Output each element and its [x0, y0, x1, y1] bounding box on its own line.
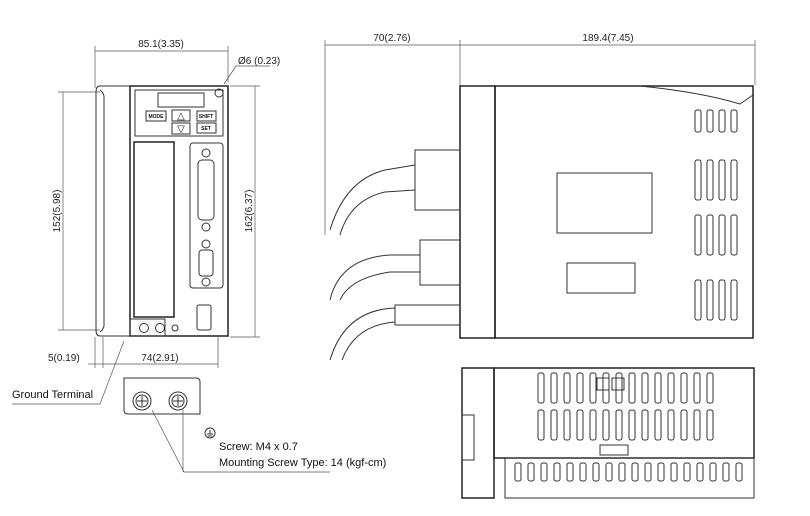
- vent-slot: [670, 462, 678, 482]
- bottom-view: [461, 367, 755, 499]
- vent-slot: [602, 409, 610, 441]
- vent-slot: [709, 462, 717, 482]
- vent-slot: [706, 214, 714, 256]
- vent-slot: [718, 279, 726, 321]
- vent-slot: [563, 372, 571, 404]
- dim-cable-clearance: 70(2.76): [373, 33, 410, 44]
- vent-slot: [628, 409, 636, 441]
- vent-slot: [566, 462, 574, 482]
- down-button[interactable]: [171, 122, 191, 135]
- vent-slot: [576, 409, 584, 441]
- vent-slot: [553, 462, 561, 482]
- vent-slot: [735, 462, 743, 482]
- vent-slot: [602, 372, 610, 404]
- mode-button[interactable]: [145, 110, 167, 122]
- vent-slot: [537, 372, 545, 404]
- front-view: 85.1(3.35) Ø6 (0.23) 152(5.98) 162(6.37)…: [48, 39, 280, 368]
- vent-slot: [592, 462, 600, 482]
- vent-slot: [618, 462, 626, 482]
- vent-slot: [615, 409, 623, 441]
- vent-slot: [693, 409, 701, 441]
- vent-slot: [641, 409, 649, 441]
- shift-label: SHIFT: [199, 114, 213, 120]
- vent-slot: [694, 109, 702, 133]
- dim-base-width: 74(2.91): [141, 353, 178, 364]
- vent-slot: [694, 159, 702, 201]
- vent-slot: [694, 279, 702, 321]
- vent-slot: [605, 462, 613, 482]
- vent-slot: [718, 109, 726, 133]
- shift-button[interactable]: [196, 110, 217, 122]
- up-button[interactable]: [171, 109, 191, 122]
- dim-offset: 5(0.19): [48, 353, 80, 364]
- up-label: △: [177, 111, 185, 122]
- vent-slot: [730, 159, 738, 201]
- vent-slot: [644, 462, 652, 482]
- down-label: ▽: [177, 124, 185, 135]
- vent-slot: [527, 462, 535, 482]
- vent-slot: [680, 409, 688, 441]
- ground-terminal-callout: Ground Terminal Screw: M4 x 0.7 Mounting…: [12, 340, 386, 473]
- vent-slot: [576, 372, 584, 404]
- vent-slot: [683, 462, 691, 482]
- vent-slot: [615, 372, 623, 404]
- mounting-screw-spec: Mounting Screw Type: 14 (kgf-cm): [219, 457, 386, 469]
- vent-slot: [550, 372, 558, 404]
- vent-slot: [730, 279, 738, 321]
- vent-slot: [706, 409, 714, 441]
- vent-slot: [680, 372, 688, 404]
- vent-slot: [657, 462, 665, 482]
- vent-slot: [563, 409, 571, 441]
- dim-depth: 189.4(7.45): [582, 33, 633, 44]
- vent-slot: [667, 372, 675, 404]
- ground-symbol-icon: [204, 427, 216, 439]
- vent-slot: [706, 109, 714, 133]
- mode-label: MODE: [149, 114, 165, 120]
- vent-slot: [537, 409, 545, 441]
- dim-front-width: 85.1(3.35): [138, 39, 184, 50]
- vent-slot: [641, 372, 649, 404]
- ground-terminal-label: Ground Terminal: [12, 389, 93, 401]
- screw-spec: Screw: M4 x 0.7: [219, 441, 298, 453]
- vent-slot: [550, 409, 558, 441]
- vent-slot: [706, 159, 714, 201]
- vent-slot: [696, 462, 704, 482]
- vent-slot: [654, 372, 662, 404]
- vent-slot: [718, 159, 726, 201]
- dim-total-height: 162(6.37): [244, 190, 255, 233]
- vent-slot: [730, 109, 738, 133]
- vent-slot: [589, 372, 597, 404]
- vent-slot: [706, 279, 714, 321]
- vent-slot: [540, 462, 548, 482]
- set-label: SET: [201, 126, 211, 132]
- vent-slot: [722, 462, 730, 482]
- side-view: 70(2.76) 189.4(7.45): [324, 33, 756, 361]
- vent-slot: [706, 372, 714, 404]
- vent-slot: [730, 214, 738, 256]
- dim-hole-diameter: Ø6 (0.23): [238, 56, 280, 67]
- vent-slot: [589, 409, 597, 441]
- vent-slot: [693, 372, 701, 404]
- vent-slot: [631, 462, 639, 482]
- dim-mount-height: 152(5.98): [52, 190, 63, 233]
- vent-slot: [654, 409, 662, 441]
- set-button[interactable]: [196, 122, 217, 134]
- vent-slot: [694, 214, 702, 256]
- vent-slot: [718, 214, 726, 256]
- vent-slot: [579, 462, 587, 482]
- vent-slot: [514, 462, 522, 482]
- vent-slot: [667, 409, 675, 441]
- vent-slot: [628, 372, 636, 404]
